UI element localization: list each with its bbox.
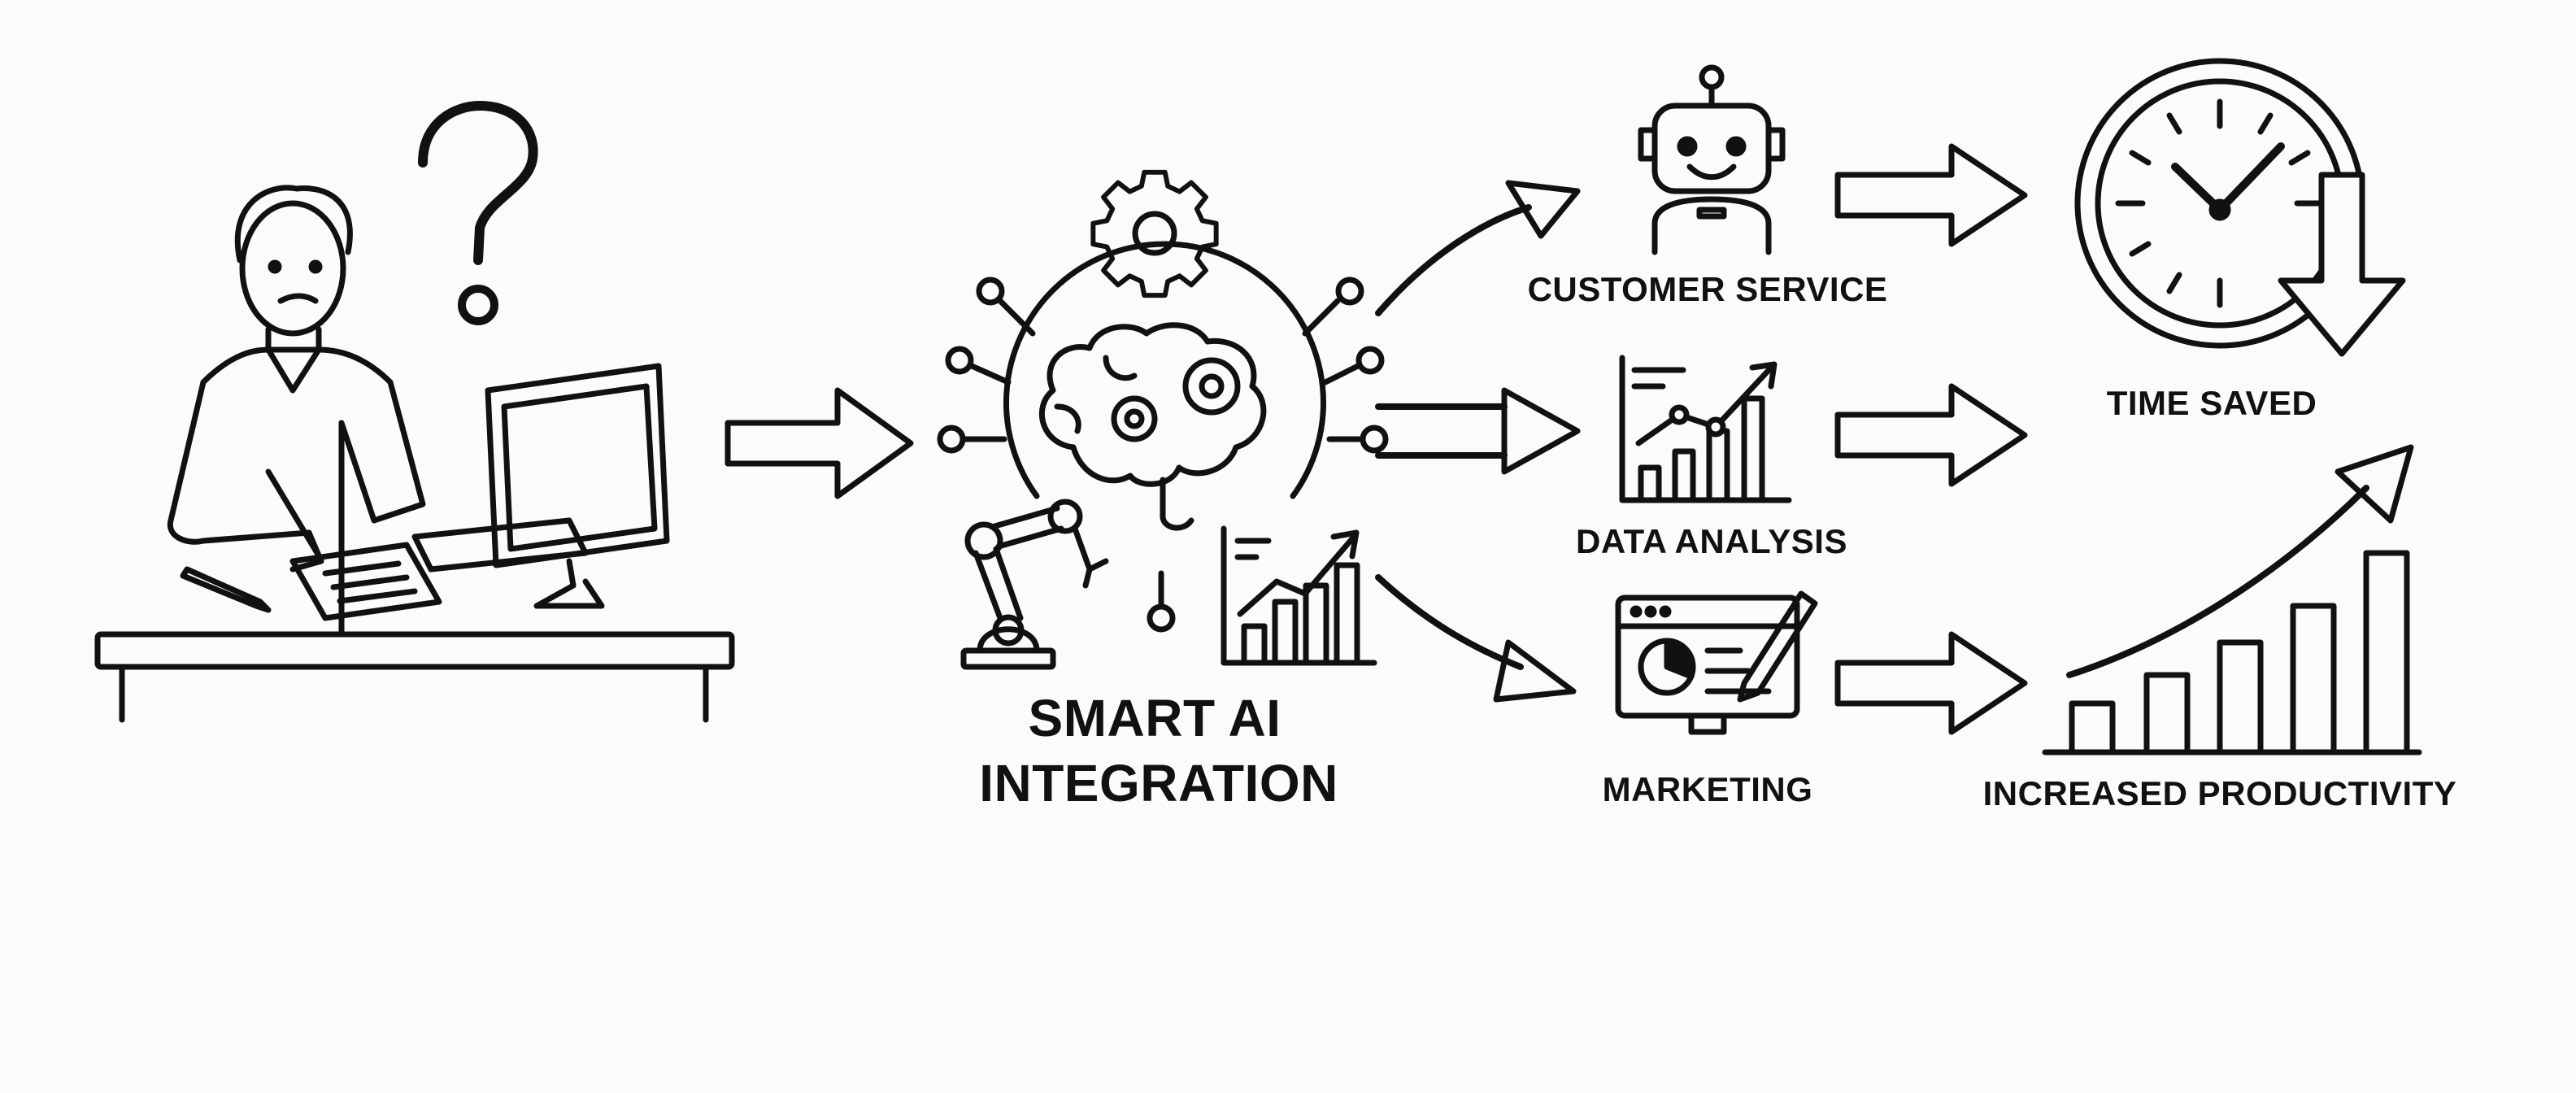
person-hair [234, 185, 353, 263]
label-data-analysis: DATA ANALYSIS [1576, 522, 1847, 560]
person-torso [200, 346, 426, 638]
loose-pen [180, 566, 272, 613]
question-mark-icon [418, 101, 538, 325]
label-customer-service: CUSTOMER SERVICE [1528, 270, 1888, 308]
robot-arm-icon [960, 499, 1109, 670]
brain-icon [1038, 322, 1267, 531]
smart-ai-hub [937, 169, 1389, 670]
worker-at-desk [94, 101, 735, 723]
label-time-saved: TIME SAVED [2107, 384, 2317, 422]
pen-in-hand [265, 468, 320, 556]
hub-title-line2: INTEGRATION [979, 754, 1338, 812]
label-marketing: MARKETING [1603, 770, 1813, 808]
bar-chart-icon [1619, 355, 1792, 503]
hub-title-line1: SMART AI [1029, 689, 1281, 747]
arrow-to-ai [724, 387, 914, 499]
person-head [239, 200, 346, 337]
hub-arc [1003, 241, 1326, 499]
growth-chart-icon [1221, 525, 1377, 666]
computer-monitor [485, 363, 670, 568]
desk-top [94, 631, 735, 670]
robot-icon [1638, 64, 1786, 255]
outcome-arrows [1834, 143, 2028, 735]
clock-icon [2074, 58, 2406, 357]
gear-icon [1090, 169, 1219, 298]
keyboard [411, 517, 589, 573]
rising-bars-icon [2042, 444, 2422, 756]
branch-arrows [1375, 180, 1581, 703]
paper-sheet [289, 542, 442, 621]
label-increased-productivity: INCREASED PRODUCTIVITY [1983, 774, 2457, 812]
network-nodes [937, 277, 1389, 633]
monitor-pie-chart-icon [1615, 590, 1818, 735]
